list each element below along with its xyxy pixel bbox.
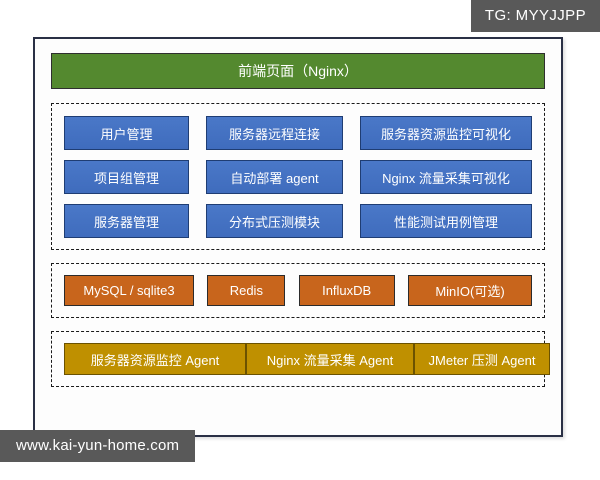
storage-label: InfluxDB <box>322 283 372 298</box>
tg-watermark-badge: TG: MYYJJPP <box>470 0 600 32</box>
storage-label: MySQL / sqlite3 <box>83 283 175 298</box>
agents-layer-group: 服务器资源监控 Agent Nginx 流量采集 Agent JMeter 压测… <box>51 331 550 387</box>
storage-layer-group: MySQL / sqlite3 Redis InfluxDB MinIO(可选) <box>51 263 545 318</box>
agent-label: Nginx 流量采集 Agent <box>266 352 394 368</box>
storage-label: Redis <box>229 283 263 298</box>
module-box[interactable]: 服务器管理 <box>64 204 189 238</box>
module-box[interactable]: 用户管理 <box>64 116 189 150</box>
module-box[interactable]: 性能测试用例管理 <box>360 204 532 238</box>
storage-box[interactable]: MinIO(可选) <box>407 275 532 306</box>
agent-box[interactable]: JMeter 压测 Agent <box>414 343 550 375</box>
modules-row: 用户管理 服务器远程连接 服务器资源监控可视化 <box>64 116 532 150</box>
frontend-layer-label: 前端页面（Nginx） <box>238 63 358 79</box>
agent-box[interactable]: Nginx 流量采集 Agent <box>246 343 414 375</box>
agents-row: 服务器资源监控 Agent Nginx 流量采集 Agent JMeter 压测… <box>64 343 550 375</box>
architecture-diagram-frame: 前端页面（Nginx） 用户管理 服务器远程连接 服务器资源监控可视化 项目组管… <box>33 37 563 437</box>
module-label: 项目组管理 <box>93 170 159 186</box>
storage-row: MySQL / sqlite3 Redis InfluxDB MinIO(可选) <box>64 275 532 306</box>
agent-label: JMeter 压测 Agent <box>428 352 536 368</box>
agent-label: 服务器资源监控 Agent <box>90 352 220 368</box>
storage-box[interactable]: MySQL / sqlite3 <box>64 275 194 306</box>
module-label: 服务器资源监控可视化 <box>380 126 511 142</box>
module-label: 服务器远程连接 <box>228 126 320 142</box>
modules-row: 项目组管理 自动部署 agent Nginx 流量采集可视化 <box>64 160 532 194</box>
storage-box[interactable]: InfluxDB <box>298 275 395 306</box>
module-box[interactable]: 自动部署 agent <box>206 160 343 194</box>
storage-label: MinIO(可选) <box>435 284 505 299</box>
module-label: 分布式压测模块 <box>228 214 320 230</box>
module-box[interactable]: 服务器远程连接 <box>206 116 343 150</box>
module-box[interactable]: 项目组管理 <box>64 160 189 194</box>
agent-box[interactable]: 服务器资源监控 Agent <box>64 343 246 375</box>
module-box[interactable]: 服务器资源监控可视化 <box>360 116 532 150</box>
module-label: Nginx 流量采集可视化 <box>382 170 510 186</box>
module-label: 性能测试用例管理 <box>393 214 498 230</box>
module-box[interactable]: Nginx 流量采集可视化 <box>360 160 532 194</box>
module-box[interactable]: 分布式压测模块 <box>206 204 343 238</box>
storage-box[interactable]: Redis <box>207 275 286 306</box>
modules-row: 服务器管理 分布式压测模块 性能测试用例管理 <box>64 204 532 238</box>
frontend-layer-box: 前端页面（Nginx） <box>51 53 545 89</box>
module-label: 用户管理 <box>100 126 153 142</box>
modules-layer-group: 用户管理 服务器远程连接 服务器资源监控可视化 项目组管理 自动部署 agent… <box>51 103 545 250</box>
module-label: 自动部署 agent <box>230 170 319 186</box>
site-url-watermark-badge: www.kai-yun-home.com <box>0 430 196 462</box>
module-label: 服务器管理 <box>93 214 159 230</box>
